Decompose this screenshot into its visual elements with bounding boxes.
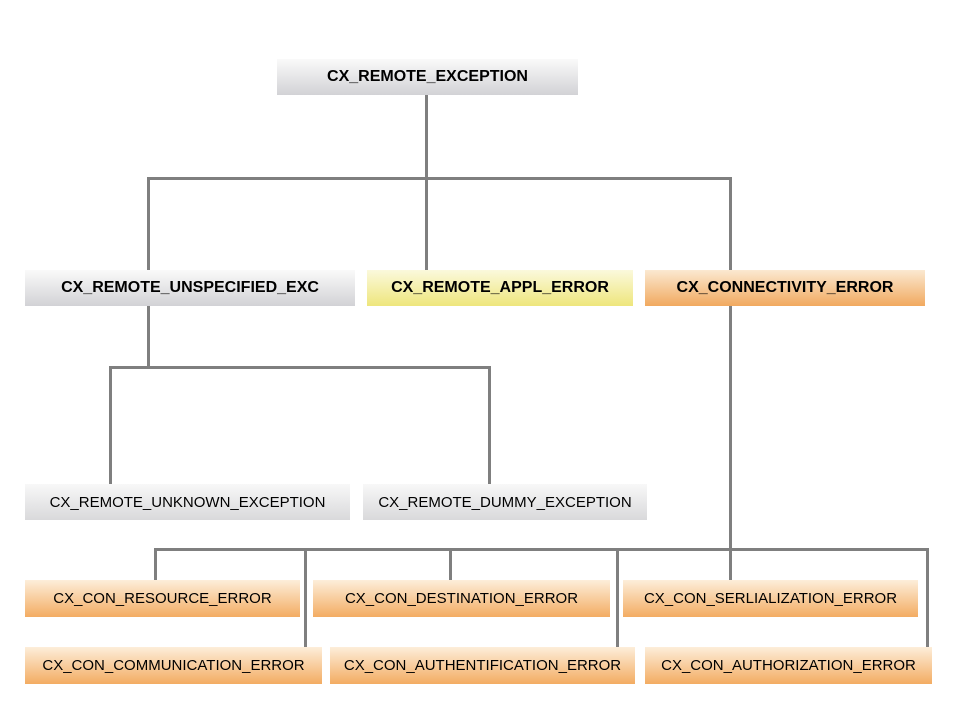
connector-drop-dummy [488, 366, 491, 484]
node-cx-remote-exception: CX_REMOTE_EXCEPTION [277, 59, 578, 95]
connector-drop-connectivity [729, 177, 732, 270]
connector-unspecified-crossbar [109, 366, 491, 369]
connector-drop-authentification [616, 548, 619, 647]
connector-connectivity-crossbar [154, 548, 929, 551]
connector-drop-resource [154, 548, 157, 580]
node-cx-connectivity-error: CX_CONNECTIVITY_ERROR [645, 270, 925, 306]
connector-connectivity-stem [729, 306, 732, 580]
connector-drop-communication [304, 548, 307, 647]
connector-root-crossbar [147, 177, 732, 180]
node-cx-remote-appl-error: CX_REMOTE_APPL_ERROR [367, 270, 633, 306]
connector-drop-unknown [109, 366, 112, 484]
node-cx-con-serlialization-error: CX_CON_SERLIALIZATION_ERROR [623, 580, 918, 617]
node-cx-con-communication-error: CX_CON_COMMUNICATION_ERROR [25, 647, 322, 684]
node-cx-con-resource-error: CX_CON_RESOURCE_ERROR [25, 580, 300, 617]
connector-drop-authorization [926, 548, 929, 647]
connector-drop-unspecified [147, 177, 150, 270]
connector-root-stem [425, 95, 428, 179]
connector-unspecified-stem [147, 306, 150, 368]
node-cx-con-destination-error: CX_CON_DESTINATION_ERROR [313, 580, 610, 617]
node-cx-remote-unknown-exception: CX_REMOTE_UNKNOWN_EXCEPTION [25, 484, 350, 520]
connector-drop-destination [449, 548, 452, 580]
node-cx-remote-unspecified-exc: CX_REMOTE_UNSPECIFIED_EXC [25, 270, 355, 306]
connector-drop-appl-error [425, 177, 428, 270]
node-cx-remote-dummy-exception: CX_REMOTE_DUMMY_EXCEPTION [363, 484, 647, 520]
node-cx-con-authentification-error: CX_CON_AUTHENTIFICATION_ERROR [330, 647, 635, 684]
node-cx-con-authorization-error: CX_CON_AUTHORIZATION_ERROR [645, 647, 932, 684]
